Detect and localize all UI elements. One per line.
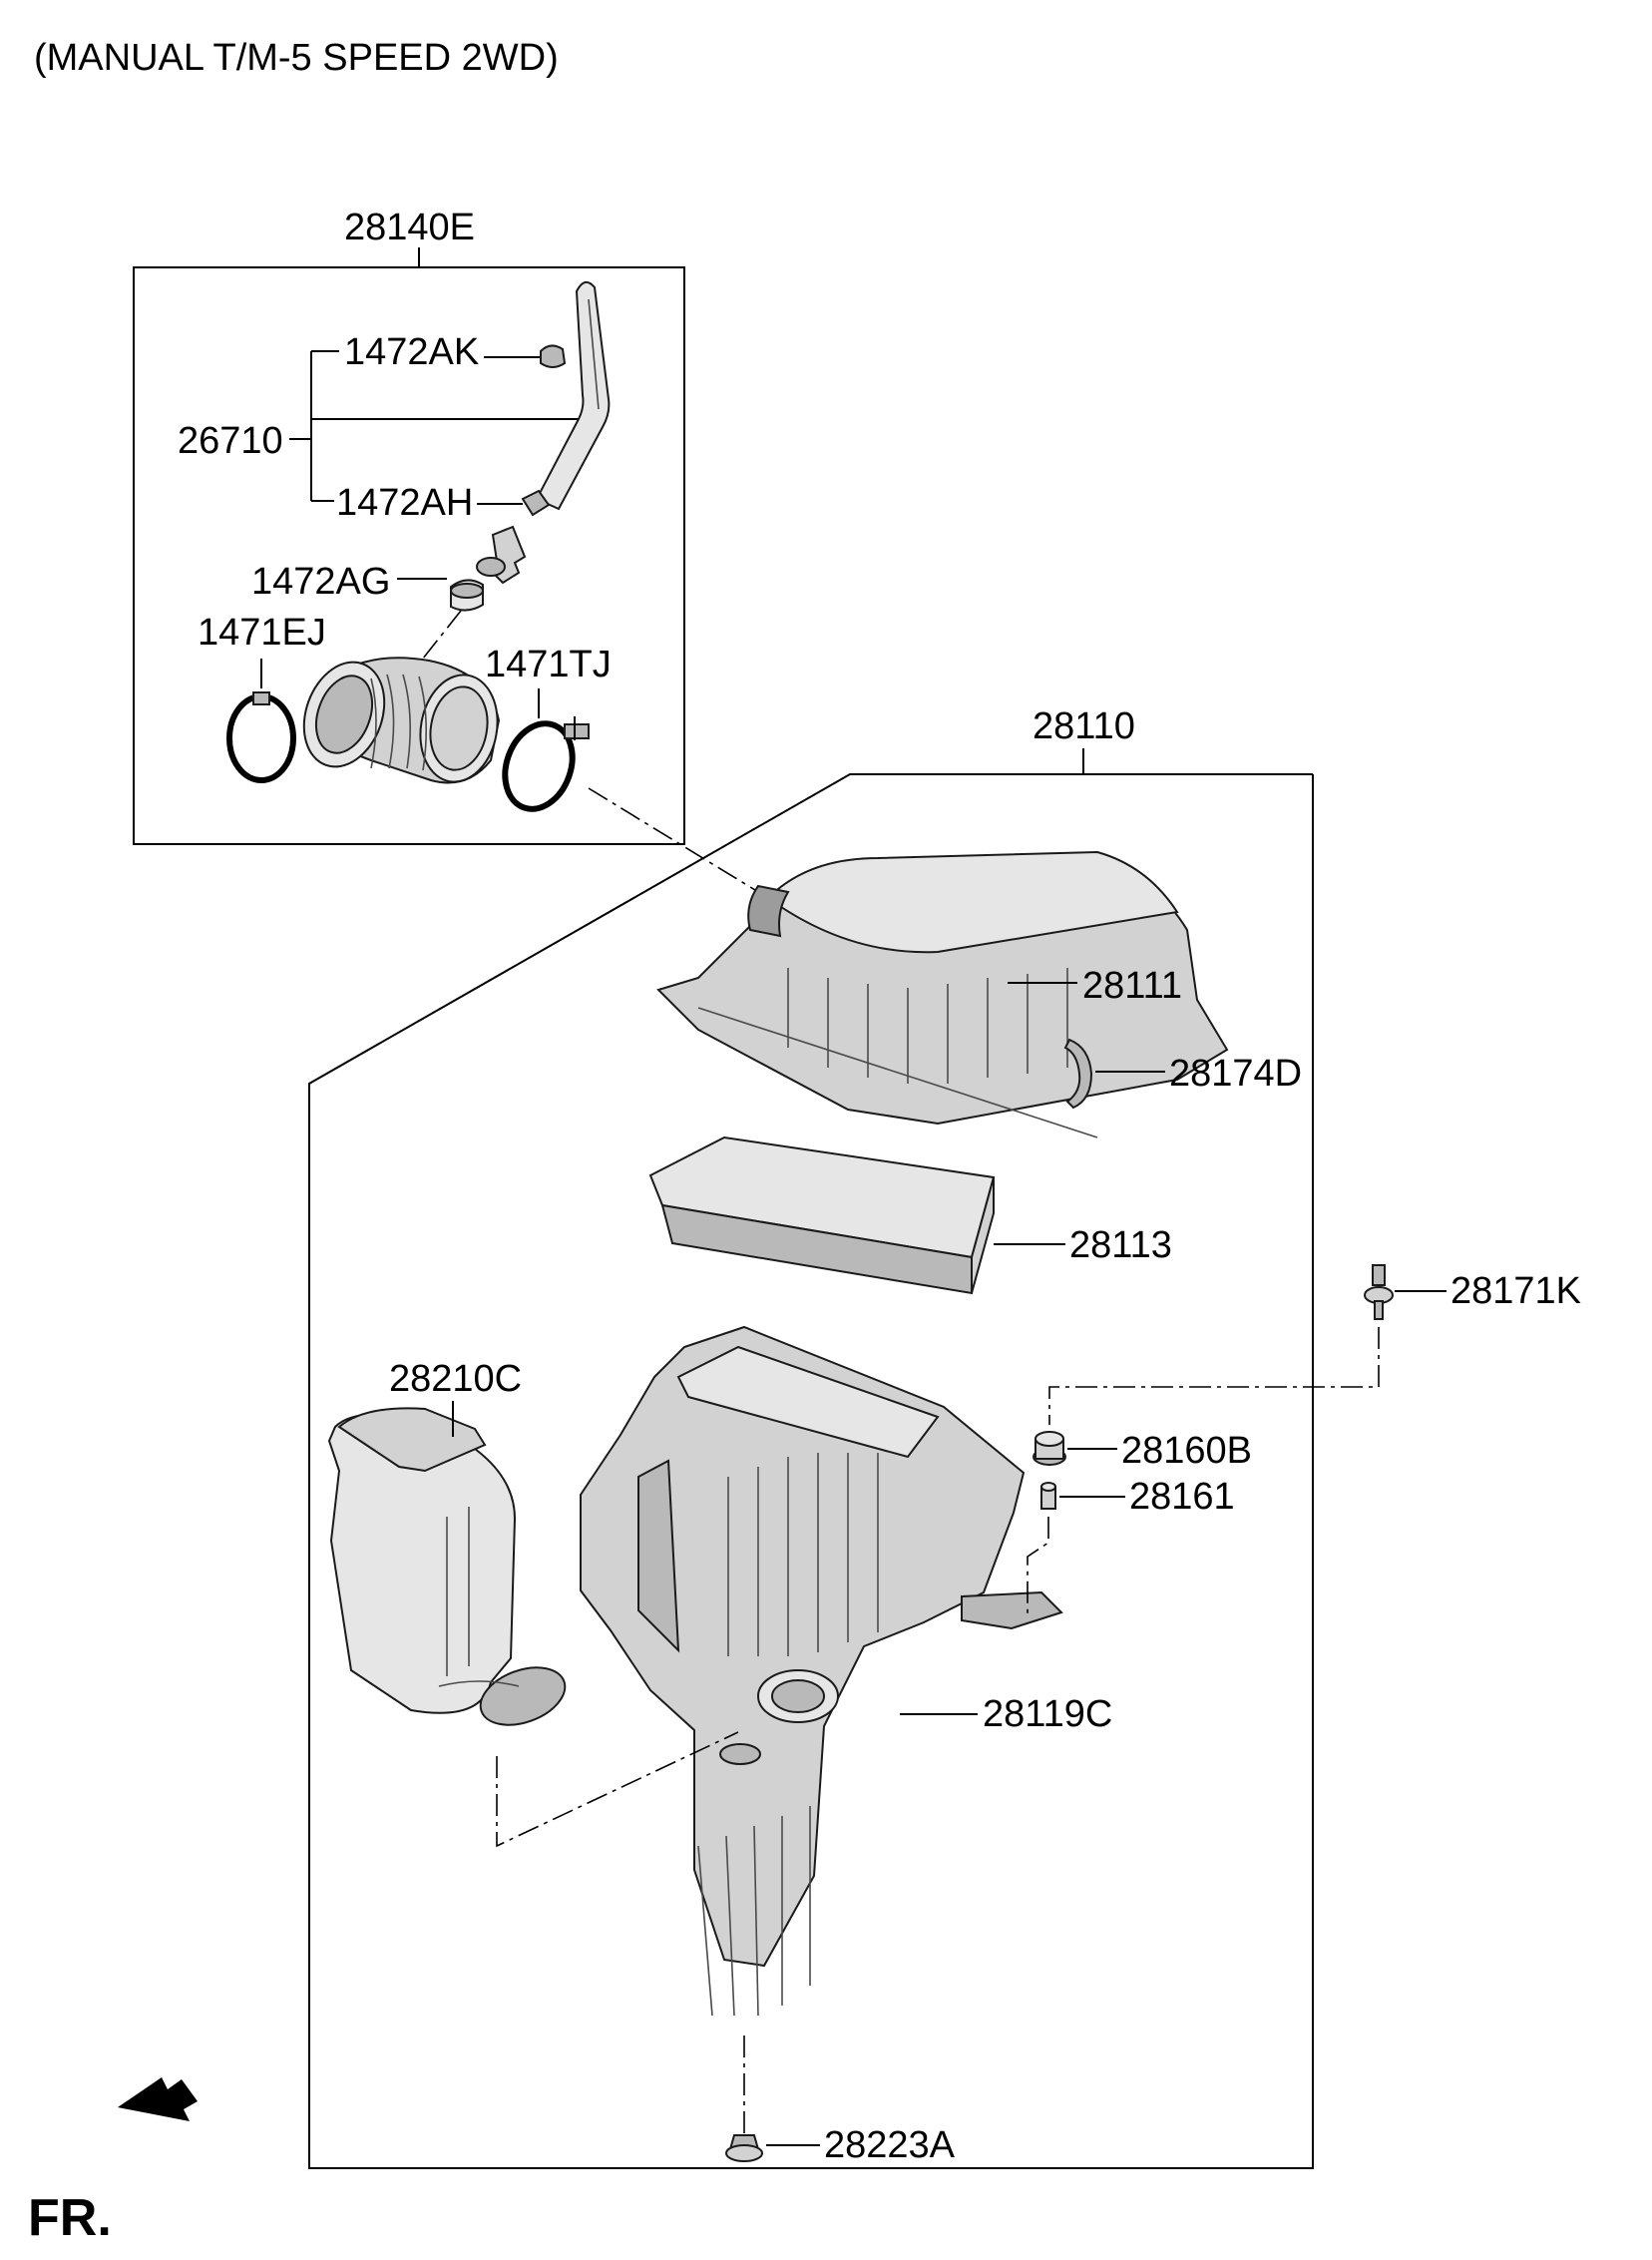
part-label-1471TJ[interactable]: 1471TJ (485, 644, 612, 685)
collar-28161 (1040, 1482, 1056, 1510)
duct-28210C (327, 1407, 567, 1726)
lower-case-28119C (580, 1325, 1063, 2017)
part-label-28111[interactable]: 28111 (1082, 965, 1182, 1007)
part-label-1472AH[interactable]: 1472AH (336, 482, 473, 524)
clip-28174D (1063, 1038, 1093, 1110)
intake-hose (302, 657, 501, 784)
pcv-fitting (476, 525, 527, 585)
part-label-28174D[interactable]: 28174D (1169, 1053, 1302, 1095)
clamp-1472AG (450, 579, 484, 612)
front-direction-arrow (118, 2077, 198, 2121)
part-label-1471EJ[interactable]: 1471EJ (198, 612, 326, 654)
part-label-28140E[interactable]: 28140E (344, 207, 475, 248)
part-label-28110[interactable]: 28110 (1032, 705, 1135, 747)
upper-case-28111 (656, 850, 1229, 1138)
bolt-28171K (1364, 1264, 1394, 1320)
part-label-28160B[interactable]: 28160B (1121, 1430, 1252, 1472)
grommet-28160B (1032, 1431, 1066, 1466)
direction-label: FR. (28, 2189, 112, 2247)
clamp-1472AK (540, 344, 567, 368)
part-label-28119C[interactable]: 28119C (983, 1693, 1112, 1735)
part-label-26710[interactable]: 26710 (178, 420, 283, 462)
breather-hose (535, 280, 611, 511)
part-label-28223A[interactable]: 28223A (824, 2124, 956, 2166)
part-label-28210C[interactable]: 28210C (389, 1358, 522, 1400)
diagram-title: (MANUAL T/M-5 SPEED 2WD) (34, 37, 559, 79)
group-28140E: 28140E (133, 207, 685, 845)
part-label-28171K[interactable]: 28171K (1450, 1270, 1581, 1312)
part-label-1472AG[interactable]: 1472AG (251, 561, 390, 603)
part-label-28161[interactable]: 28161 (1129, 1476, 1235, 1518)
filter-element-28113 (648, 1135, 996, 1295)
part-label-28113[interactable]: 28113 (1069, 1224, 1172, 1266)
band-clamp-1471TJ (502, 716, 590, 812)
leader-26710 (289, 350, 589, 502)
drain-valve-28223A (725, 2134, 763, 2162)
clamp-1472AH (521, 489, 551, 517)
part-label-1472AK[interactable]: 1472AK (344, 331, 479, 373)
group-28110: 28110 (308, 705, 1314, 2169)
band-clamp-1471EJ (226, 691, 296, 783)
